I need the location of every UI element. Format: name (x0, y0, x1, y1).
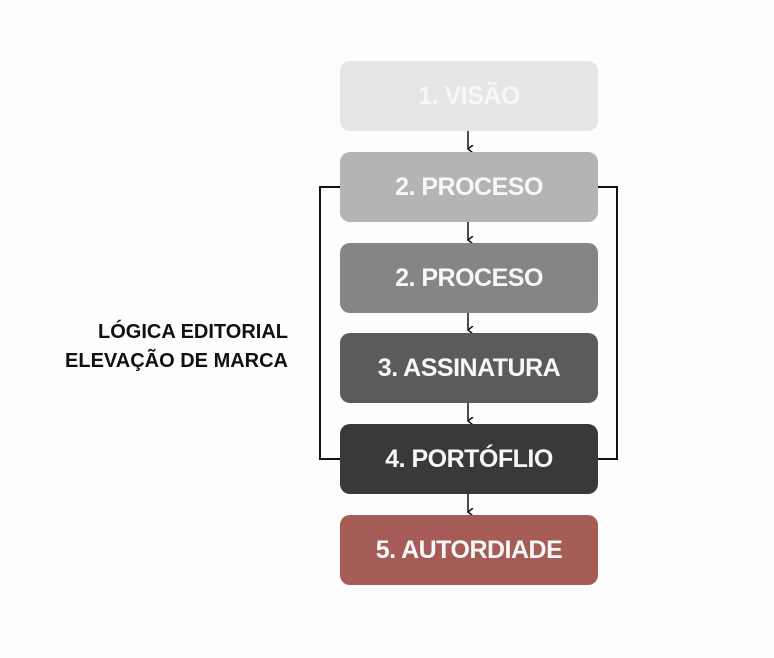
step-box-3: 2. PROCESO (340, 243, 598, 313)
step-label: 2. PROCESO (395, 172, 543, 201)
side-label-line1: LÓGICA EDITORIAL (98, 321, 288, 343)
step-box-6: 5. AUTORDIADE (340, 515, 598, 585)
step-label: 2. PROCESO (395, 263, 543, 292)
step-label: 4. PORTÓFLIO (385, 444, 553, 473)
right-loop-bracket (598, 186, 618, 460)
step-label: 5. AUTORDIADE (375, 535, 563, 564)
step-label: 3. ASSINATURA (377, 353, 561, 382)
step-box-4: 3. ASSINATURA (340, 333, 598, 403)
step-label: 1. VISÃO (418, 81, 520, 110)
side-label-line2: ELEVAÇÃO DE MARCA (65, 350, 288, 372)
step-box-1: 1. VISÃO (340, 61, 598, 131)
step-box-2: 2. PROCESO (340, 152, 598, 222)
step-box-5: 4. PORTÓFLIO (340, 424, 598, 494)
left-loop-bracket (319, 186, 340, 460)
